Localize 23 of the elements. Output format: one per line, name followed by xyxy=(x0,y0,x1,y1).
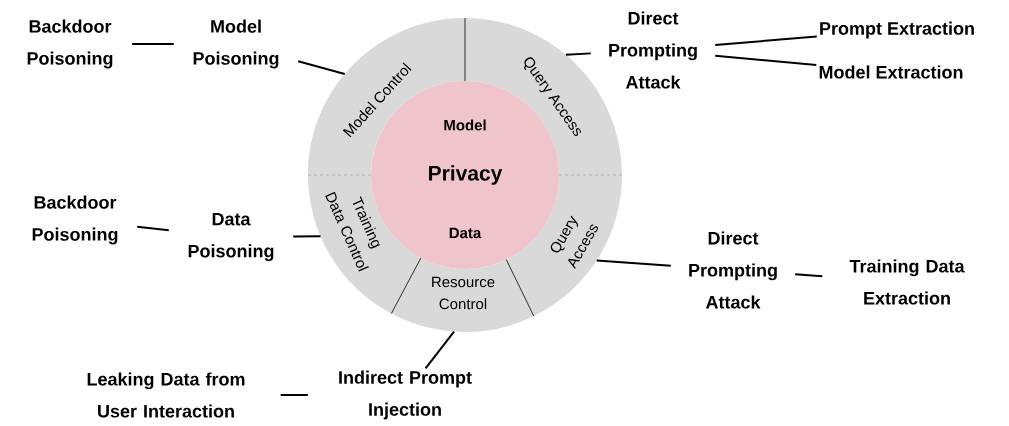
connector-line xyxy=(297,60,346,76)
connector-line xyxy=(279,394,309,396)
connector-line xyxy=(564,52,592,56)
topic-label: Model Extraction xyxy=(819,65,963,79)
connector-line xyxy=(714,54,818,67)
topic-label: Data Poisoning xyxy=(188,212,274,262)
topic-label: Indirect Prompt Injection xyxy=(339,370,472,420)
ring-segment: Resource Control xyxy=(391,258,534,332)
connector-line xyxy=(714,35,818,46)
topic-label: Prompt Extraction xyxy=(820,21,974,39)
topic-label: Training Data Extraction xyxy=(849,259,965,305)
connector-line xyxy=(595,259,672,267)
connector-line xyxy=(292,235,322,238)
topic-label: Backdoor Poisoning xyxy=(32,195,118,245)
node-label: Resource Control xyxy=(432,276,495,310)
topic-label: Direct Prompting Attack xyxy=(689,231,777,309)
topic-label: Leaking Data from User Interaction xyxy=(87,372,245,418)
connector-line xyxy=(136,225,170,232)
connector-line xyxy=(131,43,175,45)
connector-line xyxy=(794,273,824,278)
topic-label: Model Poisoning xyxy=(193,19,279,69)
connector-line xyxy=(424,330,456,370)
topic-label: Backdoor Poisoning xyxy=(27,19,113,69)
